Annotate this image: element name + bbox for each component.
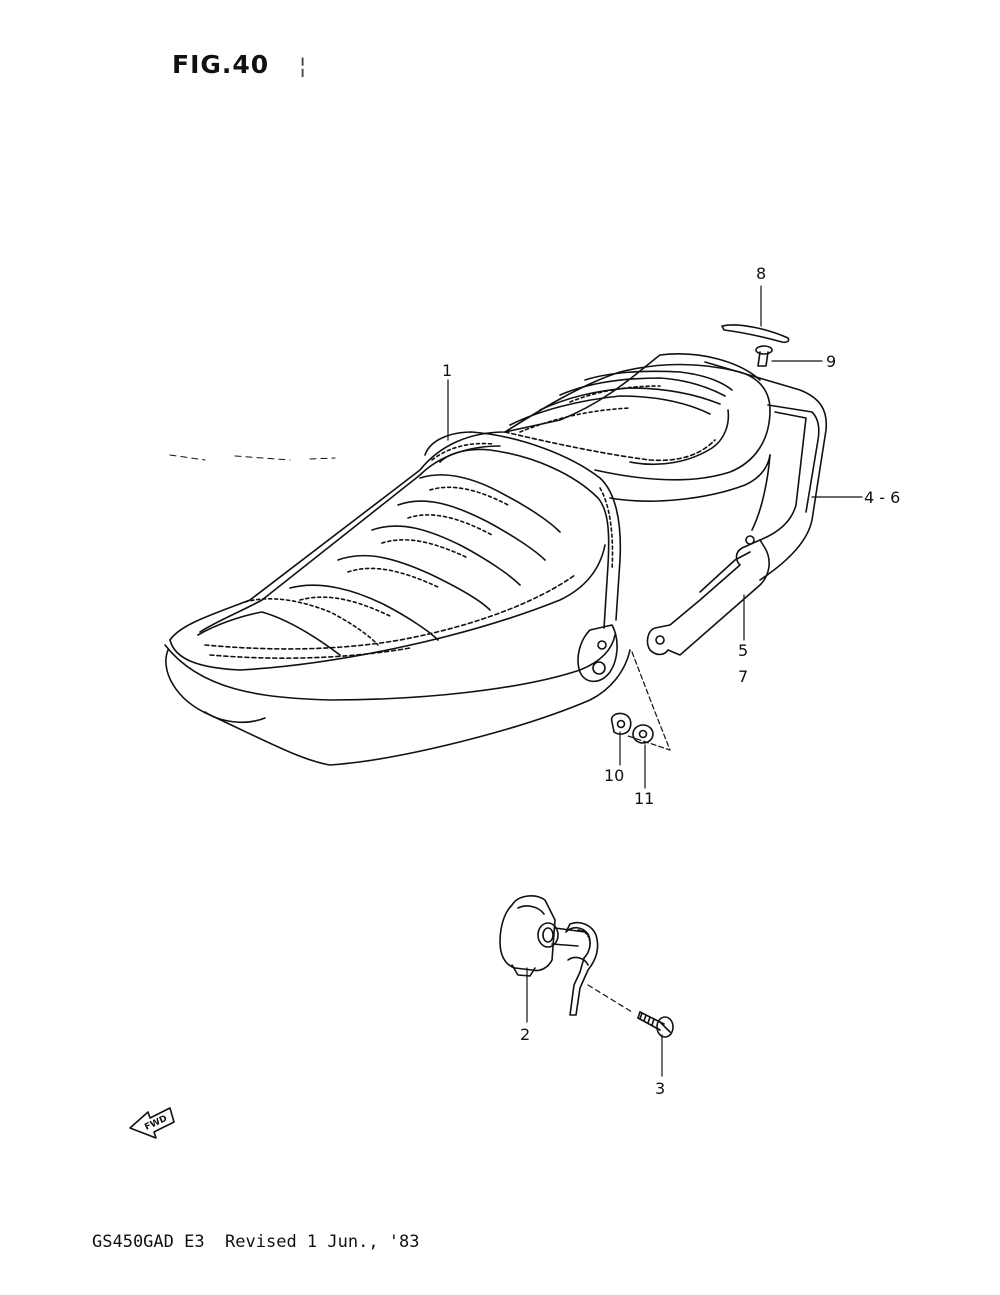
- pin-drawing: [755, 345, 773, 367]
- callout-9: 9: [826, 352, 836, 371]
- callout-7: 7: [738, 667, 748, 686]
- washer-drawing: [632, 724, 654, 744]
- fwd-arrow-label: FWD: [143, 1114, 169, 1133]
- figure-title-mark: ¦: [296, 54, 310, 79]
- callout-4-6: 4 - 6: [864, 488, 900, 507]
- callout-8: 8: [756, 264, 766, 283]
- gasket-drawing: [721, 324, 790, 344]
- callout-3: 3: [655, 1079, 665, 1098]
- nut-drawing: [610, 712, 632, 735]
- screw-drawing: [637, 1011, 674, 1038]
- callout-5: 5: [738, 641, 748, 660]
- fwd-arrow-icon: [129, 1107, 175, 1139]
- grab-rail-drawing: [646, 535, 770, 656]
- seat-drawing: [164, 353, 828, 766]
- leader-lines: [169, 285, 863, 1077]
- footer-revision: GS450GAD E3 Revised 1 Jun., '83: [92, 1232, 420, 1252]
- callout-10: 10: [604, 766, 624, 785]
- callout-2: 2: [520, 1025, 530, 1044]
- lock-drawing: [499, 895, 599, 1016]
- callout-11: 11: [634, 789, 654, 808]
- callout-1: 1: [442, 361, 452, 380]
- figure-title: FIG.40: [172, 50, 270, 79]
